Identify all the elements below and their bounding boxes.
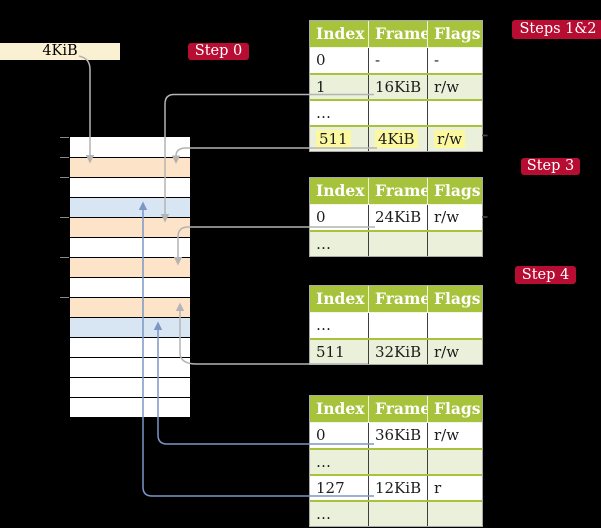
memory-address-tick <box>60 176 69 178</box>
memory-row-4-blue <box>69 196 190 217</box>
column-header-frame: Frame <box>368 178 427 204</box>
cell-index: 511 <box>316 343 345 361</box>
cell-flags: r/w <box>427 127 482 151</box>
memory-row-8-white <box>69 276 190 297</box>
memory-row-2-orange <box>69 156 190 177</box>
cell-flags: r/w <box>427 75 482 99</box>
column-header-index: Index <box>316 181 365 200</box>
cell-flags: r/w <box>427 423 482 448</box>
memory-row-13-white <box>69 376 190 397</box>
memory-address-tick <box>60 296 69 298</box>
step-0-badge: Step 0 <box>188 43 249 60</box>
column-header-index: Index <box>316 289 365 308</box>
column-header-flags: Flags <box>427 21 482 47</box>
memory-row-9-orange <box>69 296 190 317</box>
cell-frame: 32KiB <box>368 340 427 364</box>
cell-index: 0 <box>316 51 326 69</box>
cell-frame <box>368 502 427 526</box>
memory-row-3-white <box>69 176 190 197</box>
memory-row-12-white <box>69 356 190 377</box>
table-row: … <box>310 99 482 125</box>
memory-address-tick <box>60 156 69 158</box>
cell-frame: 24KiB <box>368 205 427 230</box>
cell-frame: 4KiB <box>368 127 427 151</box>
highlighted-value: 511 <box>316 130 351 148</box>
memory-row-14-white <box>69 396 190 417</box>
cell-index: … <box>316 453 331 471</box>
cell-flags: r <box>427 476 482 500</box>
column-header-index: Index <box>316 24 365 43</box>
cell-frame: 36KiB <box>368 423 427 448</box>
cell-flags <box>427 502 482 526</box>
cell-frame: 16KiB <box>368 75 427 99</box>
memory-row-10-blue <box>69 316 190 337</box>
highlighted-value: 4KiB <box>375 130 418 148</box>
cell-index: … <box>316 505 331 523</box>
memory-address-tick <box>60 256 69 258</box>
memory-address-tick <box>60 136 69 138</box>
memory-row-5-orange <box>69 216 190 237</box>
cell-index: … <box>316 316 331 334</box>
table-row: … <box>310 500 482 526</box>
column-header-flags: Flags <box>427 396 482 422</box>
physical-memory-column <box>68 135 191 418</box>
memory-row-6-white <box>69 236 190 257</box>
cell-frame <box>368 232 427 256</box>
cell-index: 511 <box>310 127 368 151</box>
steps-1-2-badge: Steps 1&2 <box>512 20 601 39</box>
column-header-frame: Frame <box>368 286 427 312</box>
cell-flags: r/w <box>427 205 482 230</box>
cell-flags <box>427 232 482 256</box>
column-header-index: Index <box>316 399 365 418</box>
cell-index: 0 <box>316 426 326 444</box>
column-header-frame: Frame <box>368 21 427 47</box>
cell-frame <box>368 313 427 338</box>
cell-index: 0 <box>316 208 326 226</box>
cell-index: … <box>316 235 331 253</box>
frame-size-label: 4KiB <box>0 43 120 60</box>
cell-flags: r/w <box>427 340 482 364</box>
cell-frame <box>368 101 427 125</box>
step-4-badge: Step 4 <box>515 266 576 284</box>
table-row: … <box>310 312 482 338</box>
cell-flags <box>427 450 482 474</box>
table-row: 511 4KiB r/w <box>310 125 482 151</box>
cell-flags <box>427 313 482 338</box>
step-3-badge: Step 3 <box>521 158 580 175</box>
memory-row-1-white <box>69 136 190 157</box>
memory-row-11-white <box>69 336 190 357</box>
table-row: 0 -- <box>310 47 482 73</box>
cell-index: 127 <box>316 479 345 497</box>
cell-index: … <box>316 104 331 122</box>
table-row: … <box>310 230 482 256</box>
cell-flags <box>427 101 482 125</box>
column-header-flags: Flags <box>427 286 482 312</box>
highlighted-value: r/w <box>434 130 466 148</box>
column-header-frame: Frame <box>368 396 427 422</box>
memory-row-7-orange <box>69 256 190 277</box>
cell-frame: - <box>368 48 427 73</box>
column-header-flags: Flags <box>427 178 482 204</box>
cell-frame <box>368 450 427 474</box>
cell-index: 1 <box>316 78 326 96</box>
memory-address-tick <box>60 216 69 218</box>
table-row: … <box>310 448 482 474</box>
cell-flags: - <box>427 48 482 73</box>
cell-frame: 12KiB <box>368 476 427 500</box>
